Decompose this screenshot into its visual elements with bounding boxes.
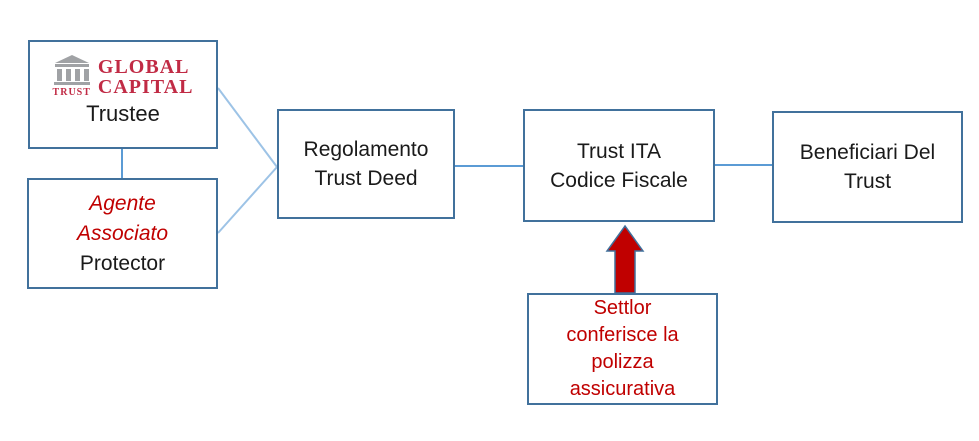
beneficiaries-line-1: Beneficiari Del bbox=[799, 141, 936, 164]
settlor-line-2: conferisce la bbox=[566, 324, 679, 346]
settlor-line-3: polizza bbox=[591, 351, 654, 373]
settlor-line-1: Settlor bbox=[593, 297, 652, 319]
trust-ita-box: Trust ITA Codice Fiscale bbox=[523, 109, 715, 222]
logo-icon-column: TRUST bbox=[53, 55, 91, 98]
settlor-line-4: assicurativa bbox=[569, 378, 676, 400]
logo-caption-trust: TRUST bbox=[52, 87, 91, 98]
trustee-label: Trustee bbox=[86, 101, 160, 126]
up-arrow-settlor-to-trust bbox=[605, 224, 645, 294]
deed-line-2: Trust Deed bbox=[314, 167, 418, 190]
beneficiaries-line-2: Trust bbox=[843, 170, 892, 193]
connector-protector-deed bbox=[217, 166, 278, 234]
logo-brand-text: GLOBAL CAPITAL bbox=[98, 57, 194, 97]
connector-trustee-deed bbox=[217, 87, 278, 168]
brand-line-global: GLOBAL bbox=[97, 55, 190, 78]
protector-box: Agente Associato Protector bbox=[27, 178, 218, 289]
protector-line-associato: Associato bbox=[76, 221, 169, 245]
global-trust-capital-logo: TRUST GLOBAL CAPITAL bbox=[53, 55, 194, 98]
brand-line-capital: CAPITAL bbox=[97, 75, 194, 98]
protector-label: Protector bbox=[79, 251, 166, 275]
trust-deed-box: Regolamento Trust Deed bbox=[277, 109, 455, 219]
settlor-box: Settlor conferisce la polizza assicurati… bbox=[527, 293, 718, 405]
temple-icon bbox=[53, 55, 90, 85]
trustee-box: TRUST GLOBAL CAPITAL Trustee bbox=[28, 40, 218, 149]
trust-line-1: Trust ITA bbox=[577, 139, 661, 163]
beneficiaries-box: Beneficiari Del Trust bbox=[772, 111, 963, 223]
protector-line-agente: Agente bbox=[89, 191, 156, 215]
deed-line-1: Regolamento bbox=[303, 138, 429, 161]
trust-line-2: Codice Fiscale bbox=[550, 168, 688, 192]
